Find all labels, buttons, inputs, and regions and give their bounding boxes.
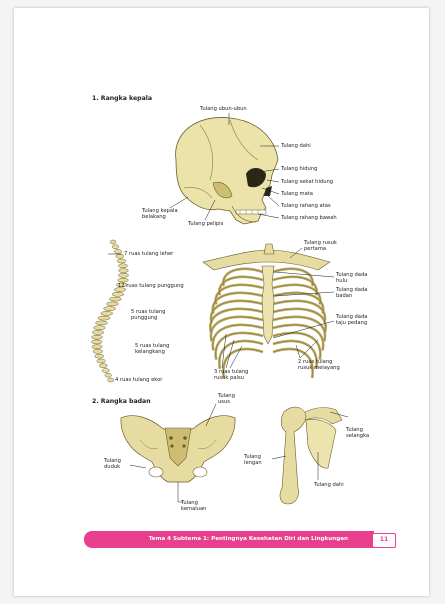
label-ruas-tulang-punggung-12: 12 ruas tulang punggung [118,283,184,289]
vertebra [91,340,102,344]
section-heading-skull: 1. Rangka kepala [92,95,152,102]
vertebra [110,240,116,244]
page-number: 11 [373,536,395,543]
label-line: usus [218,399,235,405]
vertebra [99,364,107,368]
label-tulang-selangka: Tulang selangka [346,427,369,439]
footer-bar: Tema 4 Subtema 1: Pentingnya Kesehatan D… [84,531,374,548]
label-line: selangka [346,433,369,439]
vertebra [94,326,106,330]
vertebra [105,373,112,377]
label-line: punggung [131,315,165,321]
label-tulang-rahang-bawah: Tulang rahang bawah [281,215,337,221]
label-tulang-duduk: Tulang duduk [104,458,121,470]
label-tulang-hidung: Tulang hidung [281,166,317,172]
rib [210,309,263,332]
vertebra [118,278,129,282]
rib [273,317,325,341]
label-ruas-tulang-leher: 7 ruas tulang leher [124,251,173,257]
rib [211,317,263,341]
label-tulang-dada-taju-pedang: Tulang dada taju pedang [336,314,367,326]
label-ruas-tulang-punggung-5: 5 ruas tulang punggung [131,309,165,321]
vertebra [119,269,129,273]
vertebra [102,369,109,373]
vertebra [117,259,126,263]
vertebra [109,297,121,301]
label-tulang-sekat-hidung: Tulang sekat hidung [281,179,333,185]
page-number-badge: 11 [372,533,396,548]
footer-theme-title: Tema 4 Subtema 1: Pentingnya Kesehatan D… [149,536,348,542]
label-line: hulu [336,278,367,284]
label-line: rusuk palsu [214,375,248,381]
vertebra [116,254,124,258]
vertebra [98,316,110,320]
label-line: lengan [244,460,262,466]
label-tulang-lengan: Tulang lengan [244,454,262,466]
label-tulang-mata: Tulang mata [281,191,313,197]
label-tulang-dahi-shoulder: Tulang dahi [314,482,344,488]
vertebra [92,345,102,349]
label-tulang-dada-hulu: Tulang dada hulu [336,272,367,284]
vertebra [92,335,103,339]
vertebra [101,311,113,315]
rib [219,341,263,369]
vertebra [96,321,108,325]
vertebra [93,349,103,353]
label-tulang-rusuk-pertama: Tulang rusuk pertama [304,240,337,252]
rib [273,325,323,350]
label-line: taju pedang [336,320,367,326]
sternum-illustration [262,266,274,344]
label-tulang-dahi: Tulang dahi [281,143,311,149]
vertebra [92,330,103,334]
label-line: badan [336,293,367,299]
label-rusuk-palsu: 3 ruas tulang rusuk palsu [214,369,248,381]
label-rusuk-melayang: 2 ruas tulang rusuk melayang [298,359,340,371]
vertebra [118,264,127,268]
label-tulang-ubun-ubun: Tulang ubun-ubun [200,106,247,112]
label-tulang-pelipis: Tulang pelipis [188,221,223,227]
label-line: pertama [304,246,337,252]
vertebra [97,359,106,363]
label-line: duduk [104,464,121,470]
label-tulang-usus: Tulang usus [218,393,235,405]
spine-illustration [91,240,128,382]
rib [216,333,263,360]
vertebra [112,245,119,249]
label-tulang-dada-badan: Tulang dada badan [336,287,367,299]
label-line: belakang [142,214,178,220]
rib [273,309,326,332]
vertebra [95,354,104,358]
label-ruas-tulang-kelangkang: 5 ruas tulang kelangkang [135,343,169,355]
shoulder-illustration [280,407,342,504]
label-line: rusuk melayang [298,365,340,371]
pelvis-illustration [121,416,235,482]
vertebra [118,273,128,277]
vertebra [108,378,114,382]
vertebra [107,302,119,306]
label-line: kelangkang [135,349,169,355]
vertebra [112,292,124,296]
vertebra [104,307,116,311]
section-heading-body: 2. Rangka badan [92,398,151,405]
rib [213,325,263,350]
label-line: kemaluan [181,506,206,512]
label-tulang-kemaluan: Tulang kemaluan [181,500,206,512]
label-tulang-kepala-belakang: Tulang kepala belakang [142,208,178,220]
label-ruas-tulang-ekor: 4 ruas tulang ekor [115,377,162,383]
skull-illustration [176,117,278,224]
label-tulang-rahang-atas: Tulang rahang atas [281,203,331,209]
vertebra [114,250,121,254]
